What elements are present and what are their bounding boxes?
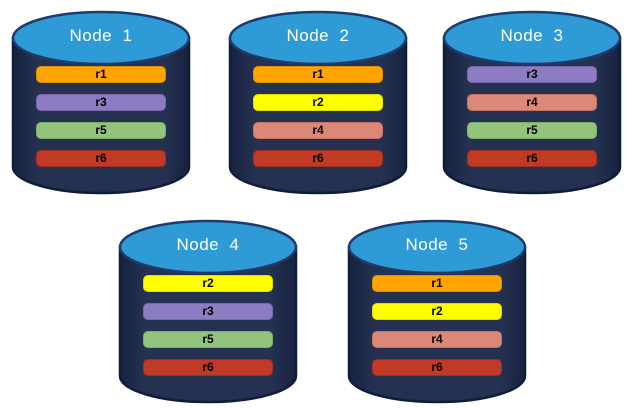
replica-bar-r6: r6 bbox=[253, 150, 383, 167]
cylinder-top-ellipse bbox=[347, 219, 527, 275]
replica-bar-r1: r1 bbox=[372, 275, 502, 292]
node-title: Node 5 bbox=[405, 235, 469, 254]
replica-list: r1 r2 r4 r6 bbox=[372, 275, 502, 387]
replica-list: r1 r3 r5 r6 bbox=[36, 66, 166, 178]
db-node-5: Node 5 r1 r2 r4 r6 bbox=[347, 219, 527, 405]
cylinder-top-ellipse bbox=[118, 219, 298, 275]
cylinder-top-ellipse bbox=[442, 10, 622, 66]
replica-bar-r1: r1 bbox=[253, 66, 383, 83]
replica-list: r1 r2 r4 r6 bbox=[253, 66, 383, 178]
replica-bar-r6: r6 bbox=[372, 359, 502, 376]
replica-bar-r2: r2 bbox=[143, 275, 273, 292]
replica-list: r3 r4 r5 r6 bbox=[467, 66, 597, 178]
replica-bar-r5: r5 bbox=[467, 122, 597, 139]
replica-bar-r3: r3 bbox=[143, 303, 273, 320]
db-node-3: Node 3 r3 r4 r5 r6 bbox=[442, 10, 622, 196]
node-title: Node 4 bbox=[176, 235, 240, 254]
db-node-2: Node 2 r1 r2 r4 r6 bbox=[228, 10, 408, 196]
replica-bar-r4: r4 bbox=[467, 94, 597, 111]
replica-bar-r3: r3 bbox=[36, 94, 166, 111]
node-title: Node 2 bbox=[286, 26, 350, 45]
replica-bar-r2: r2 bbox=[372, 303, 502, 320]
replica-bar-r6: r6 bbox=[467, 150, 597, 167]
replica-bar-r3: r3 bbox=[467, 66, 597, 83]
db-node-4: Node 4 r2 r3 r5 r6 bbox=[118, 219, 298, 405]
db-node-1: Node 1 r1 r3 r5 r6 bbox=[11, 10, 191, 196]
replica-bar-r5: r5 bbox=[143, 331, 273, 348]
replica-bar-r2: r2 bbox=[253, 94, 383, 111]
node-title: Node 1 bbox=[69, 26, 133, 45]
cylinder-top-ellipse bbox=[11, 10, 191, 66]
replica-list: r2 r3 r5 r6 bbox=[143, 275, 273, 387]
replica-bar-r6: r6 bbox=[143, 359, 273, 376]
node-title: Node 3 bbox=[500, 26, 564, 45]
replica-bar-r4: r4 bbox=[253, 122, 383, 139]
replica-bar-r6: r6 bbox=[36, 150, 166, 167]
replica-bar-r1: r1 bbox=[36, 66, 166, 83]
replica-bar-r4: r4 bbox=[372, 331, 502, 348]
replica-bar-r5: r5 bbox=[36, 122, 166, 139]
cylinder-top-ellipse bbox=[228, 10, 408, 66]
